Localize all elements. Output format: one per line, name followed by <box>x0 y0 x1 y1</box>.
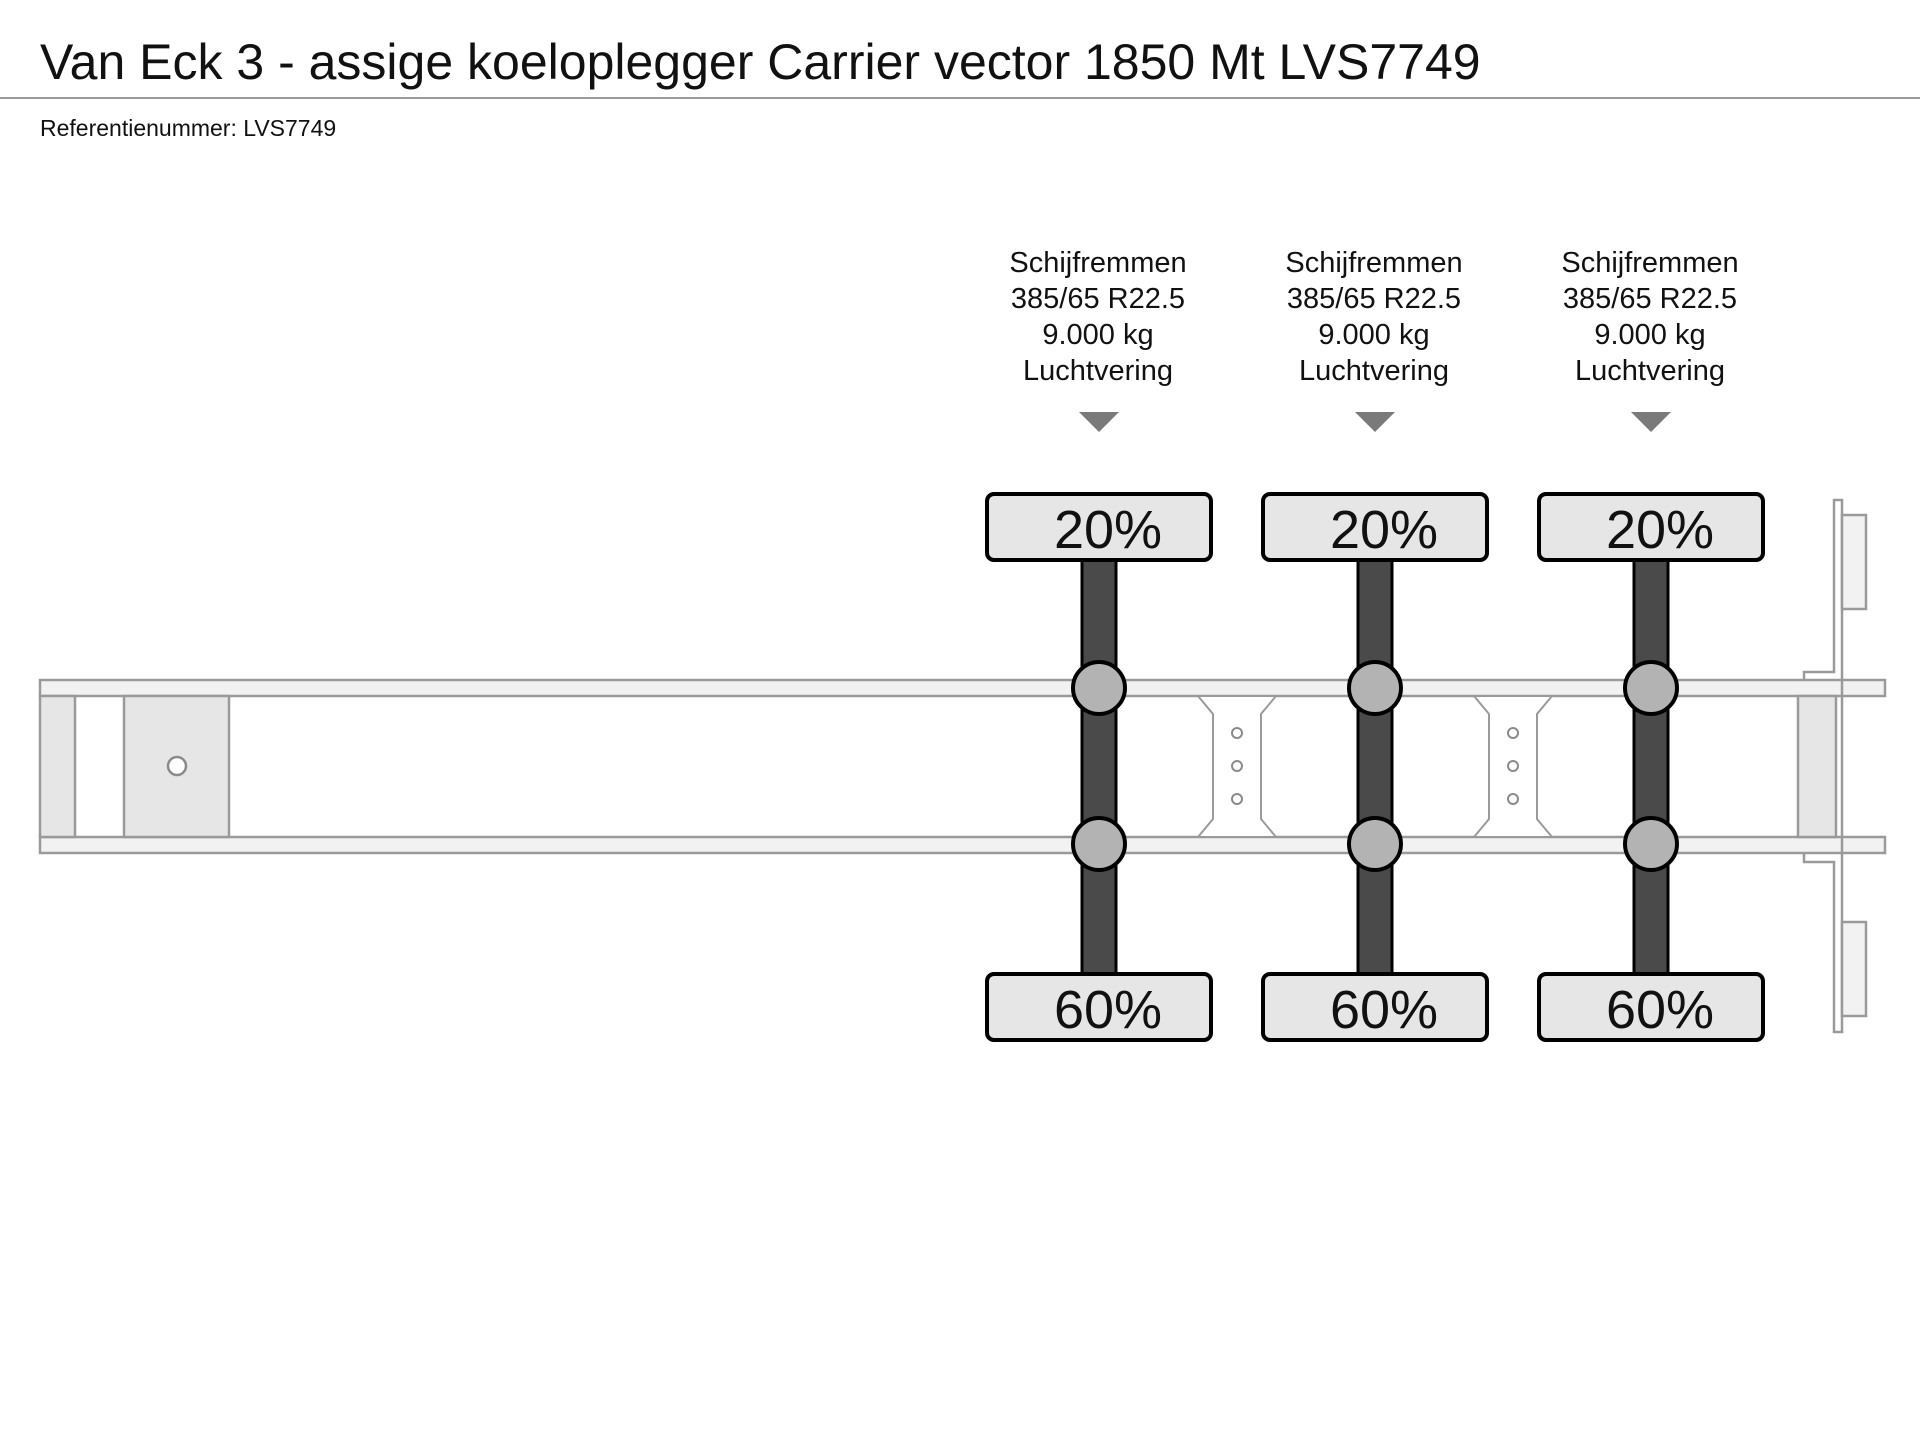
axle-1-hub-top <box>1071 660 1127 716</box>
rear-light-icon <box>1840 920 1868 1018</box>
axle-2-shaft <box>1356 558 1394 976</box>
axle-2-top-percent: 20% <box>1330 500 1438 560</box>
axle-3-bottom-percent: 60% <box>1606 980 1714 1040</box>
axle-3-marker-icon <box>1631 412 1671 432</box>
axle-1-load: 9.000 kg <box>1042 319 1154 351</box>
axle-1-brakes: Schijfremmen <box>1009 247 1187 279</box>
axle-1-hub-bottom <box>1071 816 1127 872</box>
title-divider <box>0 97 1920 99</box>
axle-2-marker-icon <box>1355 412 1395 432</box>
axle-3-hub-bottom <box>1623 816 1679 872</box>
axle-2-spec: Schijfremmen 385/65 R22.5 9.000 kg Lucht… <box>1254 245 1494 389</box>
axle-2: 20% 60% <box>1261 412 1489 1042</box>
title-text: Van Eck 3 - assige koeloplegger Carrier … <box>40 34 1481 90</box>
rear-light-icon <box>1840 513 1868 611</box>
axle-3-suspension: Luchtvering <box>1575 355 1725 387</box>
axle-2-load: 9.000 kg <box>1318 319 1430 351</box>
axle-3-load: 9.000 kg <box>1594 319 1706 351</box>
reference-value: LVS7749 <box>243 115 337 141</box>
axle-3-brakes: Schijfremmen <box>1561 247 1739 279</box>
rear-bumper <box>1796 498 1868 1034</box>
axle-2-hub-top <box>1347 660 1403 716</box>
axle-2-suspension: Luchtvering <box>1299 355 1449 387</box>
reference-number: Referentienummer: LVS7749 <box>40 114 336 142</box>
axle-1-tyre-size: 385/65 R22.5 <box>1010 283 1186 315</box>
chassis-rail-top <box>38 678 1887 698</box>
axle-3-left-tyre <box>1537 492 1765 562</box>
axle-3-hub-top <box>1623 660 1679 716</box>
axle-1-shaft <box>1080 558 1118 976</box>
axle-2-left-tyre <box>1261 492 1489 562</box>
axle-1-left-tyre <box>985 492 1213 562</box>
axle-3-top-percent: 20% <box>1606 500 1714 560</box>
axle-2-bottom-percent: 60% <box>1330 980 1438 1040</box>
axle-3: 20% 60% <box>1537 412 1765 1042</box>
cross-bracket-1 <box>1195 695 1279 838</box>
front-crossmember <box>38 694 77 839</box>
cross-bracket-2 <box>1471 695 1555 838</box>
page-title: Van Eck 3 - assige koeloplegger Carrier … <box>40 32 1481 92</box>
kingpin-icon <box>166 755 188 777</box>
axle-3-spec: Schijfremmen 385/65 R22.5 9.000 kg Lucht… <box>1530 245 1770 389</box>
axle-3-right-tyre <box>1537 972 1765 1042</box>
reference-label: Referentienummer: <box>40 115 237 141</box>
axle-1-top-percent: 20% <box>1054 500 1162 560</box>
axle-3-tyre-size: 385/65 R22.5 <box>1562 283 1738 315</box>
axle-1-bottom-percent: 60% <box>1054 980 1162 1040</box>
chassis-rail-bottom <box>38 835 1887 855</box>
axle-2-hub-bottom <box>1347 816 1403 872</box>
axle-1: 20% 60% <box>985 412 1213 1042</box>
axle-1-right-tyre <box>985 972 1213 1042</box>
axle-3-shaft <box>1632 558 1670 976</box>
axle-1-spec: Schijfremmen 385/65 R22.5 9.000 kg Lucht… <box>978 245 1218 389</box>
axle-2-tyre-size: 385/65 R22.5 <box>1286 283 1462 315</box>
axle-2-right-tyre <box>1261 972 1489 1042</box>
axle-1-suspension: Luchtvering <box>1023 355 1173 387</box>
axle-2-brakes: Schijfremmen <box>1285 247 1463 279</box>
axle-1-marker-icon <box>1079 412 1119 432</box>
